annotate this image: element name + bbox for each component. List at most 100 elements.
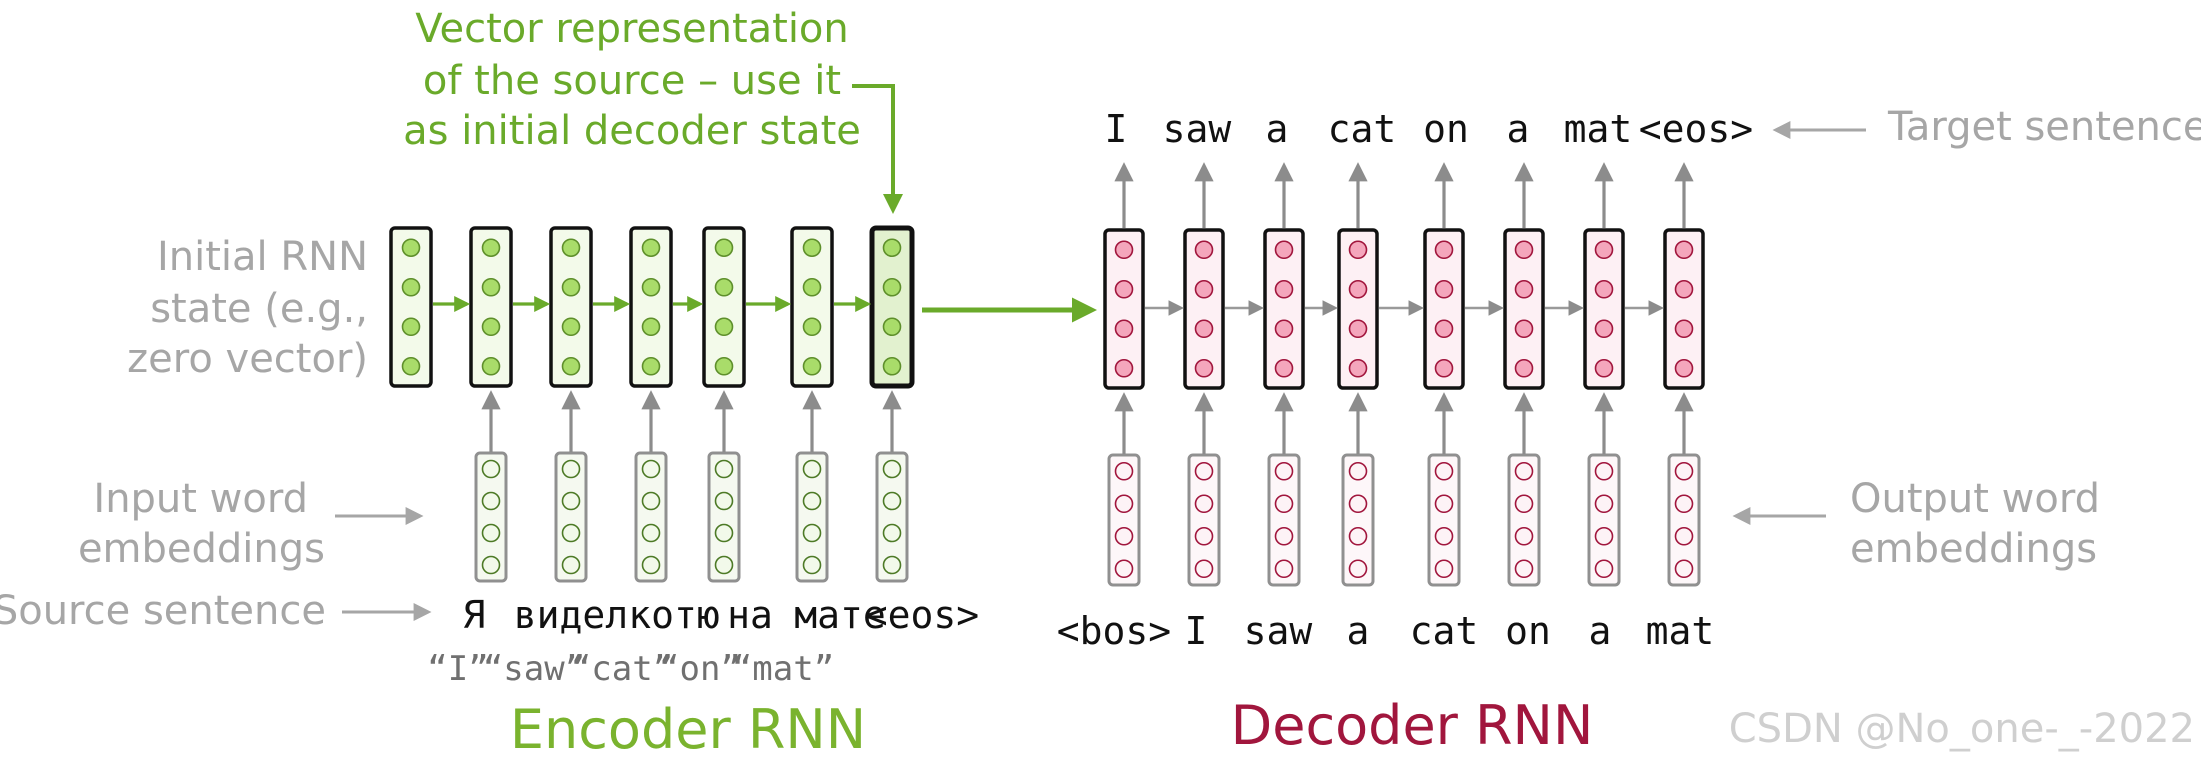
- decoder-hidden-state-unit: [1594, 319, 1614, 339]
- encoder-hidden-state: [389, 226, 433, 388]
- initial-state-label-line1: Initial RNN: [157, 234, 368, 280]
- encoder-input-embedding-unit: [481, 459, 501, 479]
- encoder-input-embedding-unit: [641, 491, 661, 511]
- decoder-hidden-state-unit: [1434, 240, 1454, 260]
- decoder-input-token: a: [1589, 609, 1612, 653]
- encoder-input-embedding: [875, 451, 909, 583]
- decoder-input-embedding-unit: [1594, 461, 1614, 481]
- encoder-hidden-state-unit: [481, 317, 501, 337]
- source-gloss: “cat”: [571, 649, 673, 689]
- decoder-input-embedding-unit: [1594, 526, 1614, 546]
- decoder-input-embedding-unit: [1434, 461, 1454, 481]
- encoder-hidden-state: [629, 226, 673, 388]
- encoder-input-embedding-unit: [714, 491, 734, 511]
- decoder-input-embedding-unit: [1348, 461, 1368, 481]
- decoder-hidden-state-unit: [1274, 240, 1294, 260]
- encoder-hidden-state-box: [790, 226, 834, 388]
- input-embeddings-label-line2: embeddings: [78, 526, 325, 572]
- encoder-title: Encoder RNN: [510, 698, 866, 761]
- decoder-input-embedding-unit: [1594, 559, 1614, 579]
- encoder-hidden-state-box: [629, 226, 673, 388]
- encoder-input-embedding-unit: [714, 459, 734, 479]
- encoder-input-embedding-unit: [481, 491, 501, 511]
- decoder-hidden-state: [1423, 228, 1465, 390]
- output-embeddings-label-line1: Output word: [1850, 476, 2100, 522]
- decoder-input-embedding-unit: [1274, 559, 1294, 579]
- decoder-input-embedding: [1587, 453, 1621, 587]
- decoder-hidden-state-unit: [1514, 358, 1534, 378]
- decoder-input-embedding-unit: [1348, 494, 1368, 514]
- decoder-hidden-state-unit: [1194, 358, 1214, 378]
- decoder-input-embedding-unit: [1674, 494, 1694, 514]
- source-gloss: “on”: [659, 649, 741, 689]
- encoder-hidden-state: [702, 226, 746, 388]
- decoder-title: Decoder RNN: [1231, 694, 1594, 757]
- encoder-final-hidden-state: [869, 225, 915, 389]
- decoder-hidden-state: [1503, 228, 1545, 390]
- encoder-input-embedding-unit: [641, 555, 661, 575]
- decoder-input-embedding: [1187, 453, 1221, 587]
- decoder-input-embedding-box: [1667, 453, 1701, 587]
- decoder-hidden-state-unit: [1434, 319, 1454, 339]
- decoder-input-embedding-unit: [1434, 494, 1454, 514]
- decoder-hidden-state: [1337, 228, 1379, 390]
- encoder-input-embedding-unit: [882, 459, 902, 479]
- decoder-input-embedding-unit: [1594, 494, 1614, 514]
- encoder-hidden-state-unit: [802, 277, 822, 297]
- encoder-final-hidden-state-unit: [882, 356, 902, 376]
- vector-representation-label-line3: as initial decoder state: [403, 108, 861, 154]
- encoder-hidden-state-unit: [641, 277, 661, 297]
- decoder-hidden-state-unit: [1194, 319, 1214, 339]
- vector-representation-label-line2: of the source – use it: [423, 58, 841, 104]
- decoder-input-embedding-box: [1267, 453, 1301, 587]
- encoder-final-hidden-state-unit: [882, 317, 902, 337]
- source-token: котю: [628, 593, 720, 637]
- encoder-hidden-state-unit: [401, 317, 421, 337]
- encoder-hidden-state-unit: [714, 277, 734, 297]
- encoder-hidden-state-unit: [401, 238, 421, 258]
- decoder-input-embedding-unit: [1274, 461, 1294, 481]
- decoder-input-embedding-unit: [1514, 494, 1534, 514]
- decoder-input-embedding-unit: [1348, 526, 1368, 546]
- encoder-hidden-state-unit: [714, 317, 734, 337]
- vector-pointer-arrow: [852, 84, 903, 214]
- encoder-hidden-state-unit: [481, 238, 501, 258]
- source-gloss: “I”: [427, 649, 488, 689]
- output-embeddings-label-line2: embeddings: [1850, 526, 2097, 572]
- encoder-hidden-state-box: [389, 226, 433, 388]
- encoder-hidden-state-unit: [401, 356, 421, 376]
- decoder-hidden-state-unit: [1594, 279, 1614, 299]
- target-token: a: [1266, 107, 1289, 151]
- encoder-hidden-state-unit: [802, 356, 822, 376]
- decoder-hidden-state-unit: [1434, 279, 1454, 299]
- encoder-input-embedding-unit: [641, 523, 661, 543]
- decoder-input-embedding: [1667, 453, 1701, 587]
- decoder-hidden-state-unit: [1348, 358, 1368, 378]
- encoder-input-embedding-unit: [481, 523, 501, 543]
- encoder-input-embedding-unit: [882, 555, 902, 575]
- encoder-hidden-state: [549, 226, 593, 388]
- target-token: on: [1423, 107, 1469, 151]
- encoder-hidden-state-unit: [561, 356, 581, 376]
- encoder-hidden-state: [469, 226, 513, 388]
- decoder-input-embedding-box: [1107, 453, 1141, 587]
- decoder-input-embedding-box: [1187, 453, 1221, 587]
- source-token: видел: [514, 593, 628, 637]
- encoder-final-hidden-state-unit: [882, 238, 902, 258]
- decoder-input-embedding: [1427, 453, 1461, 587]
- decoder-input-token: <bos>: [1057, 609, 1171, 653]
- encoder-input-embedding-unit: [802, 523, 822, 543]
- decoder-input-token: cat: [1410, 609, 1479, 653]
- initial-state-label-line2: state (e.g.,: [150, 286, 368, 332]
- decoder-input-embedding-unit: [1514, 461, 1534, 481]
- decoder-hidden-state-unit: [1194, 279, 1214, 299]
- decoder-input-token: saw: [1244, 609, 1313, 653]
- decoder-input-embedding: [1341, 453, 1375, 587]
- decoder-hidden-state-box: [1503, 228, 1545, 390]
- decoder-hidden-state: [1103, 228, 1145, 390]
- source-sentence-label: Source sentence: [0, 588, 326, 634]
- target-token: saw: [1163, 107, 1232, 151]
- decoder-input-embedding-box: [1341, 453, 1375, 587]
- encoder-input-embedding-box: [875, 451, 909, 583]
